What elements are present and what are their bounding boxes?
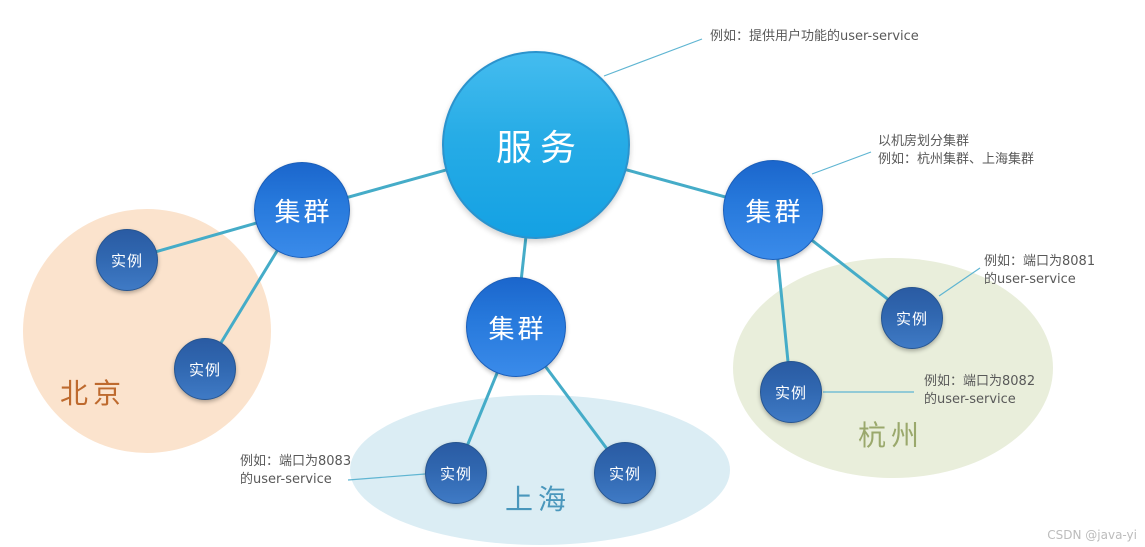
annotation-line: 例如：提供用户功能的user-service [710,29,919,44]
node-instance-label: 实例 [774,385,807,402]
node-instance-label: 实例 [439,466,472,483]
annotation-line: 的user-service [984,272,1076,287]
node-cluster-label: 集群 [745,197,804,227]
node-cluster-beijing: 集群 [254,162,350,258]
annotation-line: 例如：端口为8082 [924,374,1036,389]
leader-8083-annotation [347,473,426,481]
node-cluster-label: 集群 [488,314,547,344]
annotation-port-8081: 例如：端口为8081 的user-service [984,253,1095,289]
region-label-hangzhou: 杭州 [858,421,925,452]
node-instance-shanghai-1: 实例 [425,442,487,504]
annotation-line: 以机房划分集群 [878,134,970,149]
annotation-line: 的user-service [240,472,332,487]
node-cluster-shanghai: 集群 [466,277,566,377]
node-instance-hangzhou-1: 实例 [881,287,943,349]
node-service-label: 服务 [495,128,584,168]
region-label-beijing: 北京 [60,379,127,410]
node-instance-label: 实例 [895,311,928,328]
annotation-line: 例如：杭州集群、上海集群 [878,152,1035,167]
node-instance-beijing-2: 实例 [174,338,236,400]
leader-division-annotation [811,151,872,175]
node-instance-beijing-1: 实例 [96,229,158,291]
leader-8081-annotation [938,267,981,297]
region-hangzhou-ellipse [733,258,1053,478]
annotation-line: 例如：端口为8083 [240,454,352,469]
leader-lines [347,38,981,481]
annotation-line: 例如：端口为8081 [984,254,1096,269]
csdn-watermark: CSDN @java-yi [1047,528,1137,542]
node-instance-label: 实例 [608,466,641,483]
annotation-cluster-division: 以机房划分集群 例如：杭州集群、上海集群 [878,133,1034,169]
node-cluster-label: 集群 [274,197,333,227]
node-cluster-hangzhou: 集群 [723,160,823,260]
annotation-service-example: 例如：提供用户功能的user-service [710,28,919,46]
annotation-port-8083: 例如：端口为8083 的user-service [240,453,351,489]
node-instance-label: 实例 [110,253,143,270]
node-instance-shanghai-2: 实例 [594,442,656,504]
node-instance-hangzhou-2: 实例 [760,361,822,423]
region-label-shanghai: 上海 [505,485,572,516]
annotation-line: 的user-service [924,392,1016,407]
leader-service-annotation [603,38,703,77]
node-service: 服务 [442,51,630,239]
annotation-port-8082: 例如：端口为8082 的user-service [924,373,1035,409]
node-instance-label: 实例 [188,362,221,379]
region-shanghai-ellipse [350,395,730,545]
